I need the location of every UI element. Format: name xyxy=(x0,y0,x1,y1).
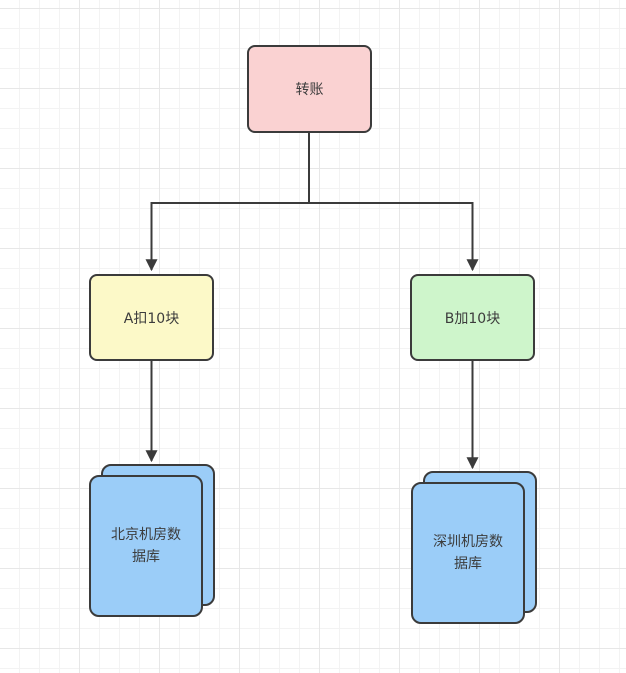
edge-transfer-branch-trunk xyxy=(151,133,473,204)
node-beijing-db[interactable]: 北京机房数据库 xyxy=(89,464,215,617)
node-deduct-a[interactable]: A扣10块 xyxy=(89,274,214,361)
node-add-b-label: B加10块 xyxy=(444,310,501,327)
node-shenzhen-db[interactable]: 深圳机房数据库 xyxy=(411,471,537,624)
node-deduct-a-label: A扣10块 xyxy=(123,310,180,327)
beijing-db-front-card: 北京机房数据库 xyxy=(89,475,203,617)
node-beijing-db-label: 北京机房数据库 xyxy=(111,527,181,565)
node-transfer[interactable]: 转账 xyxy=(247,45,372,133)
node-add-b[interactable]: B加10块 xyxy=(410,274,535,361)
node-transfer-label: 转账 xyxy=(295,82,324,98)
shenzhen-db-front-card: 深圳机房数据库 xyxy=(411,482,525,624)
node-shenzhen-db-label: 深圳机房数据库 xyxy=(433,534,503,572)
